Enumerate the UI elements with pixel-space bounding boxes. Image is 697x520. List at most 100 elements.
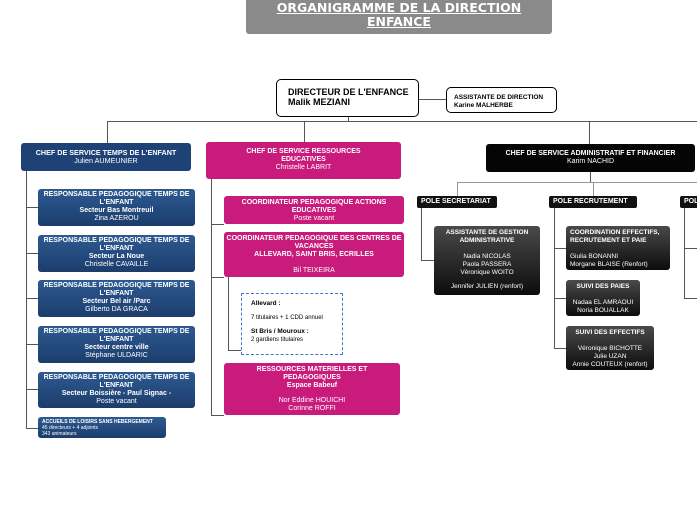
role: COORDINATEUR PEDAGOGIQUE ACTIONS EDUCATI… [241, 199, 387, 214]
connector [590, 172, 591, 182]
line: 343 animateurs [42, 431, 77, 437]
name: Julie UZAN [593, 353, 627, 360]
role: RESSOURCES MATERIELLES ET PEDAGOGIQUES [256, 366, 368, 381]
name: Corinne ROFFI [288, 405, 336, 412]
page-title: ORGANIGRAMME DE LA DIRECTION ENFANCE [246, 0, 552, 34]
sector: Secteur La Noue [88, 253, 145, 260]
role: CHEF DE SERVICE TEMPS DE L'ENFANT [35, 148, 177, 157]
connector [26, 389, 38, 390]
connector [554, 208, 555, 348]
role: SUIVI DES PAIES [576, 283, 630, 290]
name: Annie COUTEUX (renfort) [572, 361, 648, 368]
name: Véronique WOITO [460, 269, 514, 276]
name: Véronique BICHOTTE [577, 345, 643, 352]
role: COORDINATEUR PEDAGOGIQUE DES CENTRES DE … [226, 235, 402, 250]
connector [554, 348, 566, 349]
name: Poste vacant [293, 215, 335, 222]
connector [26, 207, 38, 208]
connector [684, 298, 697, 299]
connector [419, 99, 446, 100]
name: Gilberto DA GRACA [85, 306, 148, 313]
name: Jennifer JULIEN (renfort) [450, 283, 524, 290]
pole-secretariat: POLE SECRETARIAT [417, 196, 497, 208]
name: Julien AUMEUNIER [74, 156, 138, 165]
resp-box: RESPONSABLE PEDAGOGIQUE TEMPS DE L'ENFAN… [38, 280, 195, 317]
heading: St Bris / Mouroux : [251, 328, 309, 335]
resp-box: RESPONSABLE PEDAGOGIQUE TEMPS DE L'ENFAN… [38, 189, 195, 226]
role: RESPONSABLE PEDAGOGIQUE TEMPS DE L'ENFAN… [43, 282, 190, 297]
connector [421, 260, 434, 261]
name: Christelle LABRIT [275, 164, 332, 171]
resp-box: RESPONSABLE PEDAGOGIQUE TEMPS DE L'ENFAN… [38, 235, 195, 272]
place: Espace Babeuf [286, 382, 338, 389]
role: RESPONSABLE PEDAGOGIQUE TEMPS DE L'ENFAN… [43, 328, 190, 343]
role: CHEF DE SERVICE ADMINISTRATIF ET FINANCI… [505, 150, 676, 157]
director-role: DIRECTEUR DE L'ENFANCE [288, 87, 409, 97]
role: RESPONSABLE PEDAGOGIQUE TEMPS DE L'ENFAN… [43, 191, 190, 206]
role: COORDINATION EFFECTIFS, RECRUTEMENT ET P… [570, 229, 660, 244]
role: ASSISTANTE DE GESTION ADMINISTRATIVE [445, 229, 529, 244]
connector [593, 182, 594, 196]
resp-box: RESPONSABLE PEDAGOGIQUE TEMPS DE L'ENFAN… [38, 326, 195, 363]
connector [348, 117, 349, 122]
pole-recrutement: POLE RECRUTEMENT [549, 196, 637, 208]
connector [684, 208, 685, 298]
role: SUIVI DES EFFECTIFS [575, 329, 645, 336]
name: Morgane BLAISE (Renfort) [570, 261, 648, 268]
connector [589, 121, 590, 144]
connector [26, 171, 27, 428]
name: Poste vacant [96, 398, 137, 405]
chef-admin-box: CHEF DE SERVICE ADMINISTRATIF ET FINANCI… [486, 144, 695, 172]
sector: Secteur Boissière - Paul Signac - [61, 390, 172, 397]
coord-actions-box: COORDINATEUR PEDAGOGIQUE ACTIONS EDUCATI… [224, 196, 404, 224]
role: CHEF DE SERVICE RESSOURCES EDUCATIVES [246, 148, 361, 163]
assistant-role: ASSISTANTE DE DIRECTION [454, 94, 544, 101]
heading: Allevard : [251, 300, 281, 307]
title: ACCUEILS DE LOISIRS SANS HEBERGEMENT [42, 419, 153, 425]
text: 7 titulaires + 1 CDD annuel [251, 315, 323, 321]
sector: Secteur Bel air /Parc [82, 298, 151, 305]
coord-effectifs-box: COORDINATION EFFECTIFS, RECRUTEMENT ET P… [566, 226, 670, 270]
connector [211, 179, 212, 415]
name: Paola PASSERA [462, 261, 512, 268]
connector [304, 121, 305, 142]
name: Nor Eddine HOUICHI [278, 397, 346, 404]
coord-centres-box: COORDINATEUR PEDAGOGIQUE DES CENTRES DE … [224, 232, 404, 277]
assistant-name: Karine MALHERBE [454, 102, 513, 109]
resp-box: RESPONSABLE PEDAGOGIQUE TEMPS DE L'ENFAN… [38, 372, 195, 408]
sector: Secteur centre ville [84, 344, 149, 351]
name: Bil TEIXEIRA [293, 267, 335, 274]
name: Karim NACHID [566, 158, 615, 165]
connector [211, 277, 224, 278]
director-name: Malik MEZIANI [288, 97, 351, 107]
connector [26, 428, 38, 429]
connector [107, 121, 697, 122]
connector [107, 121, 108, 143]
sector: Secteur Bas Montreuil [79, 207, 154, 214]
connector [211, 224, 224, 225]
name: Stéphane ULDARIC [85, 352, 148, 359]
name: Nadaa EL AMRAOUI [572, 299, 634, 306]
line: 45 directeurs + 4 adjoints [42, 425, 99, 431]
connector [26, 298, 38, 299]
connector [684, 248, 697, 249]
text: 2 gardiens titulaires [251, 337, 304, 343]
centres-note: Allevard : 7 titulaires + 1 CDD annuel St … [241, 293, 343, 355]
pole-third: POL [680, 196, 697, 208]
name: Zina AZEROU [94, 215, 139, 222]
connector [457, 182, 458, 196]
connector [554, 248, 566, 249]
connector [554, 298, 566, 299]
connector [421, 208, 422, 260]
role: RESPONSABLE PEDAGOGIQUE TEMPS DE L'ENFAN… [43, 374, 190, 389]
name: Christelle CAVAILLE [84, 261, 149, 268]
role: RESPONSABLE PEDAGOGIQUE TEMPS DE L'ENFAN… [43, 237, 190, 252]
